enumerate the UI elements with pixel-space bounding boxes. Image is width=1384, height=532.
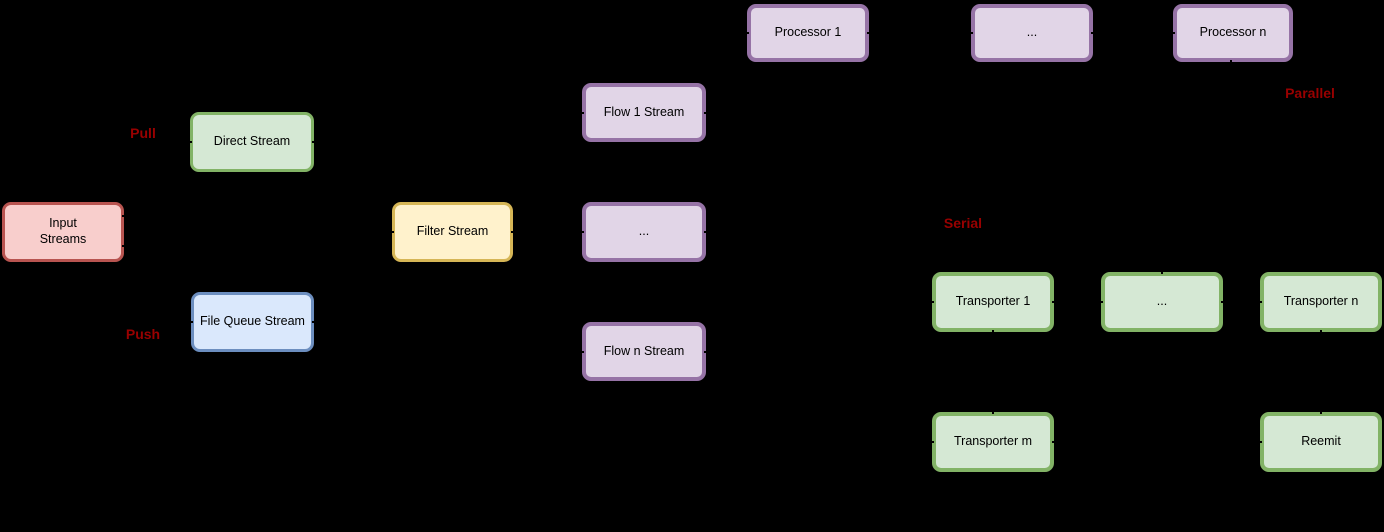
node-label-transporter-m: Transporter m (953, 434, 1033, 449)
node-label-transporter-n: Transporter n (1283, 294, 1359, 309)
parallel-label: Parallel (1285, 85, 1335, 101)
push-label: Push (125, 326, 161, 342)
node-processor-1: Processor 1 (747, 4, 869, 62)
node-label-flow-ellipsis: ... (638, 224, 650, 239)
node-transporter-n: Transporter n (1260, 272, 1382, 332)
node-direct-stream: Direct Stream (190, 112, 314, 172)
edge-flow-n-to-transporter-m (704, 351, 934, 443)
node-label-flow-n-stream: Flow n Stream (603, 343, 685, 358)
node-label-reemit: Reemit (1301, 434, 1341, 449)
node-label-filter-stream: Filter Stream (416, 224, 489, 239)
node-label-processor-n: Processor n (1199, 25, 1267, 40)
node-flow-ellipsis: ... (582, 202, 706, 262)
node-flow-n-stream: Flow n Stream (582, 322, 706, 381)
node-label-input-streams: Input Streams (39, 216, 87, 246)
node-processor-ellipsis: ... (971, 4, 1093, 62)
edge-processor-n-to-serial (1161, 60, 1232, 274)
node-label-transporter-1: Transporter 1 (955, 294, 1031, 309)
edge-flow-1-to-processor-1 (704, 32, 749, 114)
node-label-direct-stream: Direct Stream (213, 134, 291, 149)
node-file-queue-stream: File Queue Stream (191, 292, 314, 352)
edge-direct-to-filter (312, 141, 394, 233)
node-label-flow-1-stream: Flow 1 Stream (603, 104, 685, 119)
edge-flow-ellipsis-to-transporter-1 (704, 231, 934, 303)
node-processor-n: Processor n (1173, 4, 1293, 62)
node-filter-stream: Filter Stream (392, 202, 513, 262)
serial-label: Serial (943, 215, 983, 231)
edge-file-queue-to-filter (312, 231, 394, 323)
node-reemit: Reemit (1260, 412, 1382, 472)
node-flow-1-stream: Flow 1 Stream (582, 83, 706, 142)
edge-input-to-file-queue (122, 245, 193, 323)
node-input-streams: Input Streams (2, 202, 124, 262)
pull-label: Pull (130, 125, 156, 141)
edge-filter-to-flow-1 (511, 112, 584, 233)
node-transporter-ellipsis: ... (1101, 272, 1223, 332)
edge-filter-to-flow-n (511, 231, 584, 353)
edge-input-to-direct (122, 141, 192, 217)
node-label-file-queue-stream: File Queue Stream (200, 314, 305, 329)
node-label-transporter-ellipsis: ... (1156, 294, 1168, 309)
node-label-processor-ellipsis: ... (1026, 25, 1038, 40)
node-transporter-m: Transporter m (932, 412, 1054, 472)
node-label-processor-1: Processor 1 (774, 25, 842, 40)
node-transporter-1: Transporter 1 (932, 272, 1054, 332)
